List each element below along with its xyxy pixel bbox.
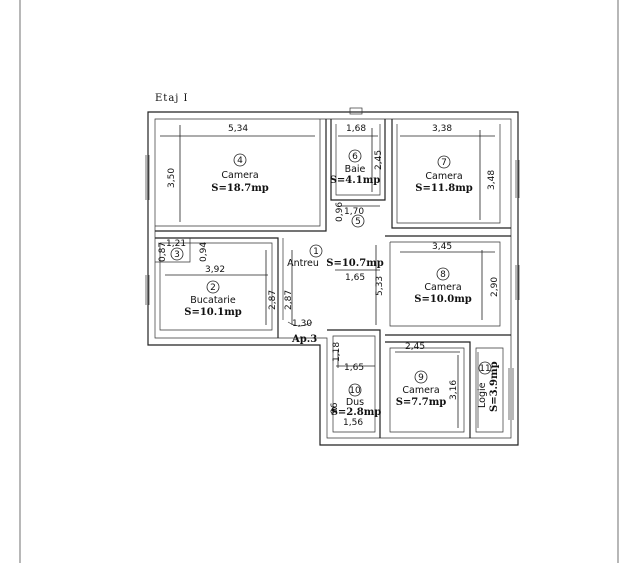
room-number-circle xyxy=(437,155,451,169)
room-8-number: 8 xyxy=(440,270,446,280)
room-number-circle xyxy=(309,244,323,258)
dim-room3-width: 1,21 xyxy=(166,239,186,249)
room-4-name: Camera xyxy=(221,170,258,181)
dim-baie-depth: 2,45 xyxy=(374,150,384,170)
dim-dus-156: 1,56 xyxy=(343,418,363,428)
room-11-area: S=3.9mp xyxy=(489,361,500,412)
dim-room3-depth: 0,87 xyxy=(158,242,168,262)
dim-094: 0,94 xyxy=(199,242,209,262)
dim-dus-118: 1,18 xyxy=(332,342,342,362)
room-9-name: Camera xyxy=(402,385,439,396)
room-8-name: Camera xyxy=(424,282,461,293)
room-number-circle xyxy=(348,383,362,397)
dim-dus-width: 1,65 xyxy=(344,363,364,373)
room-3-number: 3 xyxy=(174,250,180,260)
room-number-circle xyxy=(436,267,450,281)
room-number-circle xyxy=(206,280,220,294)
dim-dus-96: 96 xyxy=(330,402,340,414)
room-number-circle xyxy=(233,153,247,167)
floor-title: Etaj I xyxy=(155,93,189,104)
room-number-circle xyxy=(351,214,365,228)
dim-door-130: 1,30 xyxy=(292,319,312,329)
dim-camera7-width: 3,38 xyxy=(432,124,452,134)
room-2-number: 2 xyxy=(210,283,216,293)
room-6-name: Baie xyxy=(345,164,366,175)
dimension-lines xyxy=(160,125,495,428)
room-number-circle xyxy=(348,149,362,163)
room-5-number: 5 xyxy=(355,217,361,227)
dim-baie-width: 1,68 xyxy=(346,124,366,134)
dim-camera9-depth: 3,16 xyxy=(449,380,459,400)
room-11-name: Logie xyxy=(477,382,488,408)
room-number-circle xyxy=(478,361,492,375)
room-9-area: S=7.7mp xyxy=(396,397,447,408)
interior-walls xyxy=(155,119,511,438)
room-10-number: 10 xyxy=(349,386,361,396)
room-9-number: 9 xyxy=(418,373,424,383)
dim-hall-length: 5,33 xyxy=(375,276,385,296)
dim-camera8-depth: 2,90 xyxy=(490,277,500,297)
apartment-label: Ap.3 xyxy=(291,334,317,345)
room-number-circle xyxy=(170,247,184,261)
dim-camera9-width: 2,45 xyxy=(405,342,425,352)
dim-camera8-width: 3,45 xyxy=(432,242,452,252)
dim-camera7-depth: 3,48 xyxy=(487,170,497,190)
room-6-area: S=4.1mp xyxy=(330,175,381,186)
room-2-name: Bucatarie xyxy=(190,295,236,306)
room-1-area: S=10.7mp xyxy=(326,258,384,269)
room-6-number: 6 xyxy=(352,152,358,162)
room-number-circle xyxy=(414,370,428,384)
room-1-name: Antreu xyxy=(287,258,319,269)
dim-hall-165: 1,65 xyxy=(345,273,365,283)
room-7-number: 7 xyxy=(441,158,447,168)
outer-walls xyxy=(145,107,520,446)
dim-kitchen-depth-2: 2,87 xyxy=(284,290,294,310)
dim-baie-door: 0,96 xyxy=(335,202,345,222)
room-7-name: Camera xyxy=(425,171,462,182)
room-8-area: S=10.0mp xyxy=(414,294,472,305)
dim-kitchen-width: 3,92 xyxy=(205,265,225,275)
room-10-name: Dus xyxy=(346,397,364,408)
dim-camera4-depth: 3,50 xyxy=(167,168,177,188)
room-11-number: 11 xyxy=(479,364,490,374)
room-10-area: S=2.8mp xyxy=(331,407,382,418)
room-4-number: 4 xyxy=(237,156,243,166)
room-4-area: S=18.7mp xyxy=(211,183,269,194)
room-2-area: S=10.1mp xyxy=(184,307,242,318)
dim-hall-170: 1,70 xyxy=(344,207,364,217)
room-1-number: 1 xyxy=(313,247,319,257)
room-7-area: S=11.8mp xyxy=(415,183,473,194)
dim-camera4-width: 5,34 xyxy=(228,124,248,134)
dim-kitchen-depth: 2,87 xyxy=(268,290,278,310)
